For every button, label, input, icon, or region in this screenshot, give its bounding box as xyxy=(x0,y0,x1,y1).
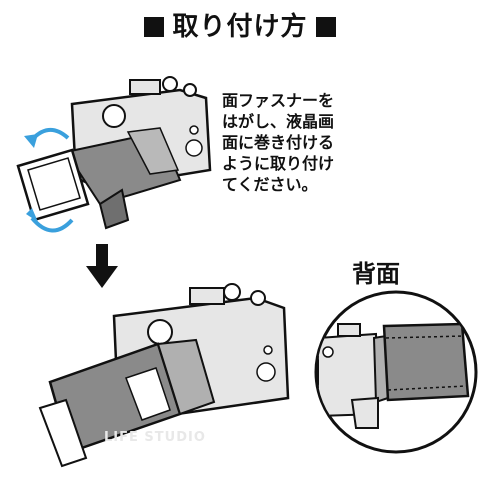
down-arrow-icon xyxy=(86,244,118,288)
step1-camera-illustration xyxy=(16,76,212,233)
back-view-label: 背面 xyxy=(352,260,400,288)
step2-camera-illustration xyxy=(38,283,290,468)
page-title: 取り付け方 xyxy=(0,6,480,43)
square-bullet-right-icon xyxy=(315,17,336,37)
square-bullet-left-icon xyxy=(144,17,165,37)
rotate-arrow-bottom-icon xyxy=(30,216,74,233)
back-view-illustration xyxy=(314,290,478,454)
title-text: 取り付け方 xyxy=(172,12,308,42)
watermark-text: LIFE STUDIO xyxy=(104,430,206,445)
instruction-text: 面ファスナーを はがし、液晶画 面に巻き付ける ように取り付け てください。 xyxy=(222,91,335,194)
